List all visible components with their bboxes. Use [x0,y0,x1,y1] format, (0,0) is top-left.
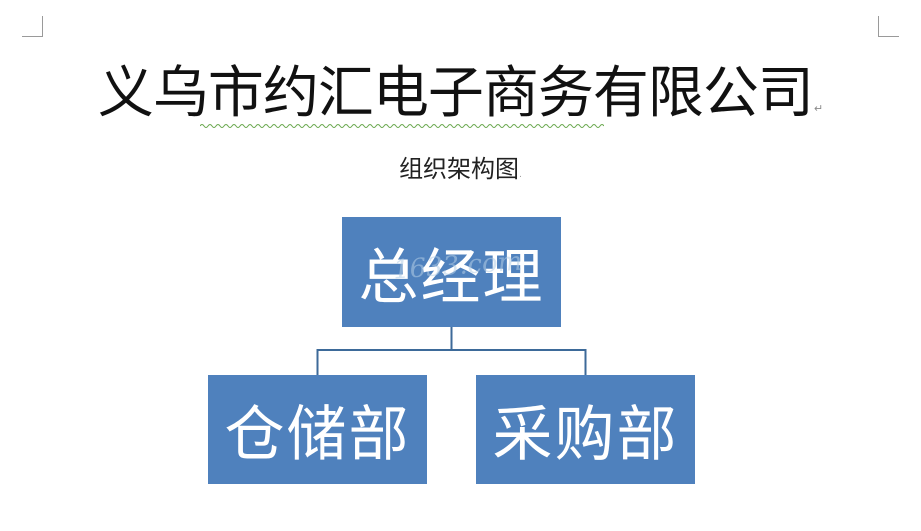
chart-subtitle[interactable]: 组织架构图 [399,155,520,183]
org-node-label: 总经理 [358,242,545,313]
paragraph-mark-icon: ↵ [813,102,824,115]
document-title[interactable]: 义乌市约汇电子商务有限公司 [97,61,814,126]
title-line[interactable]: 义乌市约汇电子商务有限公司↵ [0,58,921,130]
subtitle-paragraph-mark: . [519,170,522,180]
org-node-label: 仓储部 [224,400,411,470]
org-node-label: 采购部 [492,400,679,470]
page-corner-mark-top-right [878,16,899,37]
org-node-purchasing-dept[interactable]: 采购部 [476,375,695,484]
subtitle-line[interactable]: 组织架构图. [0,152,921,186]
spellcheck-squiggle [200,124,604,128]
page-corner-mark-top-left [22,16,43,37]
org-node-general-manager[interactable]: 总经理 [342,217,561,327]
org-node-warehouse-dept[interactable]: 仓储部 [208,375,427,484]
